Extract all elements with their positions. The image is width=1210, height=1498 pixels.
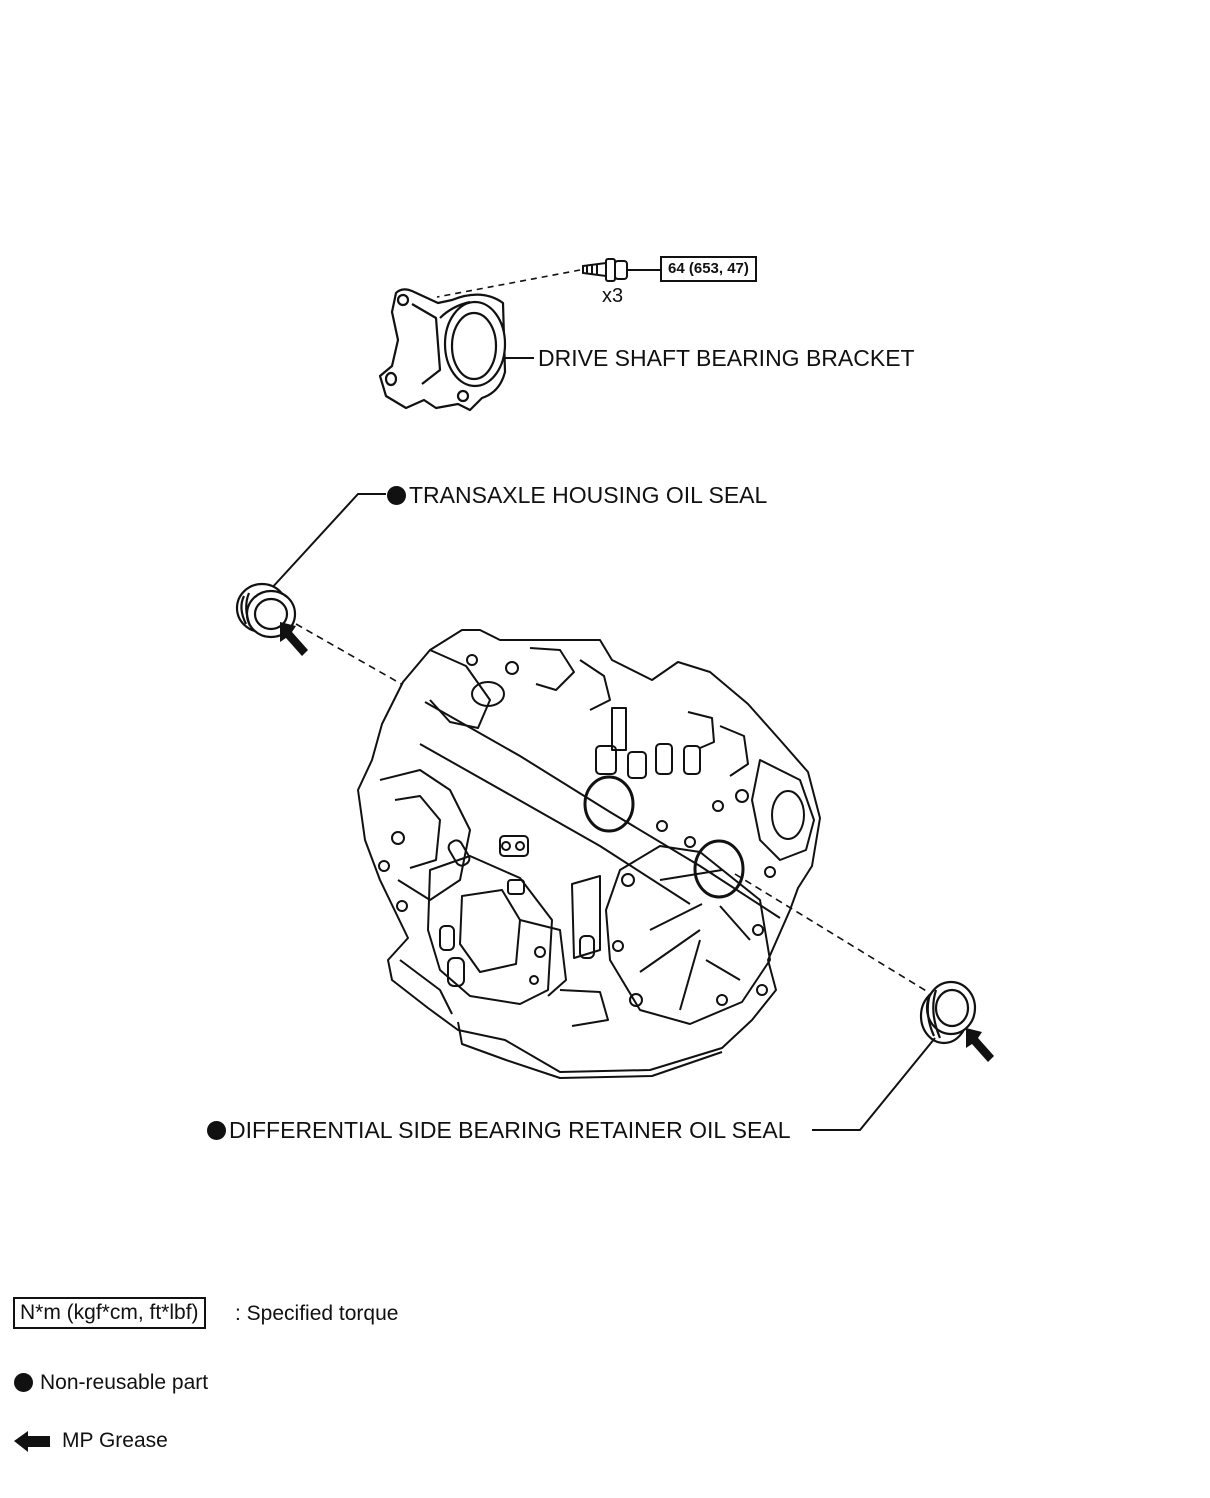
legend-torque-text: : Specified torque — [235, 1302, 399, 1325]
differential-side-bearing-retainer-oil-seal — [919, 980, 977, 1045]
transaxle-assembly — [357, 629, 821, 1079]
legend-torque-unit: N*m (kgf*cm, ft*lbf) — [13, 1297, 206, 1329]
nonreusable-dot-icon — [387, 486, 406, 505]
retainer-seal-label: DIFFERENTIAL SIDE BEARING RETAINER OIL S… — [207, 1119, 791, 1142]
legend-arrow-left-icon — [14, 1431, 50, 1452]
drive-shaft-bearing-bracket — [378, 288, 507, 412]
retainer-seal-leader — [812, 1037, 936, 1131]
housing-seal-seat — [583, 775, 635, 833]
housing-seal-label-text: TRANSAXLE HOUSING OIL SEAL — [409, 482, 768, 508]
retainer-seal-grease-arrow-icon — [966, 1028, 994, 1062]
legend-grease-text: MP Grease — [62, 1429, 168, 1452]
housing-seal-label: TRANSAXLE HOUSING OIL SEAL — [387, 484, 767, 507]
bolt — [582, 258, 628, 282]
legend-nonreusable-text: Non-reusable part — [40, 1371, 209, 1394]
bolt-alignment-line — [436, 269, 581, 298]
bracket-label: DRIVE SHAFT BEARING BRACKET — [538, 345, 915, 371]
housing-seal-leader — [269, 493, 386, 591]
retainer-seal-alignment-line — [734, 873, 929, 993]
bolt-torque-spec: 64 (653, 47) — [660, 256, 757, 282]
bolt-quantity: x3 — [602, 285, 624, 307]
legend-filled-circle-icon — [14, 1373, 33, 1392]
nonreusable-dot-icon — [207, 1121, 226, 1140]
retainer-seal-label-text: DIFFERENTIAL SIDE BEARING RETAINER OIL S… — [229, 1117, 791, 1143]
retainer-seal-seat — [693, 839, 745, 899]
housing-seal-grease-arrow-icon — [280, 622, 308, 656]
